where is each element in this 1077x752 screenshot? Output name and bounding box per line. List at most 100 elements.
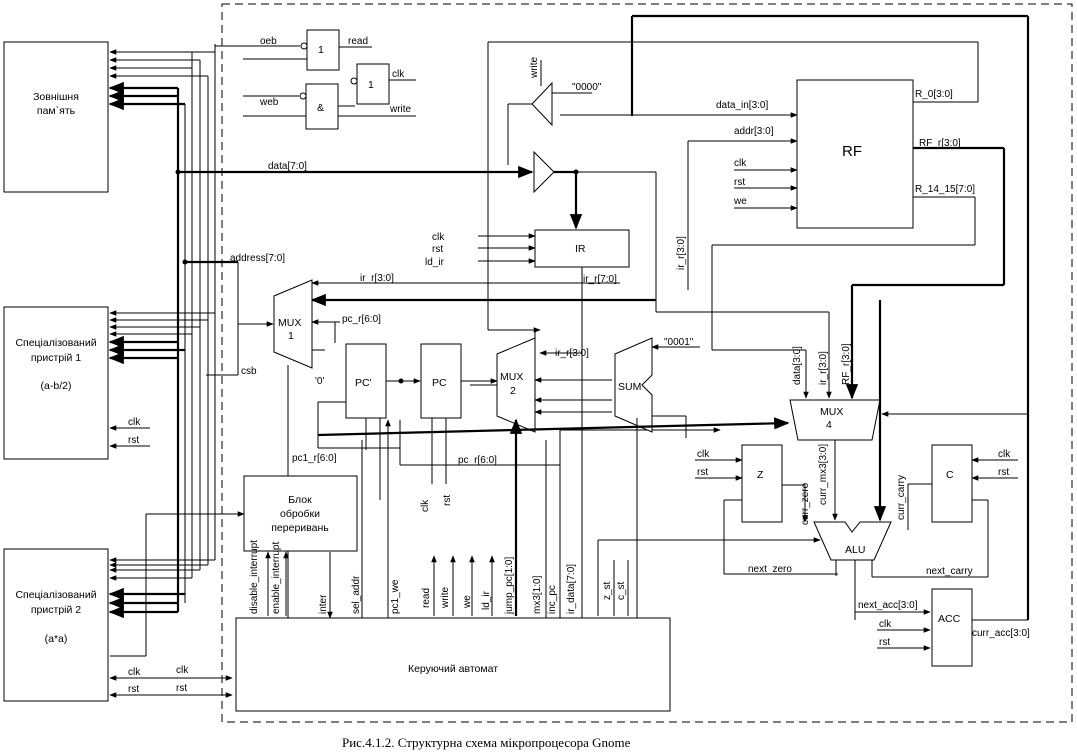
svg-text:write: write	[529, 56, 540, 79]
svg-text:curr_acc[3:0]: curr_acc[3:0]	[972, 628, 1030, 639]
and-gate-write: & web write	[243, 83, 416, 130]
svg-text:next_zero: next_zero	[748, 564, 792, 575]
svg-text:1: 1	[368, 79, 374, 91]
svg-text:R_14_15[7:0]: R_14_15[7:0]	[915, 184, 975, 195]
mux-4: MUX 4 data[3:0] ir_r[3:0] RF_r[3:0] curr…	[317, 343, 1028, 521]
svg-text:ALU: ALU	[845, 544, 865, 556]
svg-text:csb: csb	[241, 366, 257, 377]
svg-text:clk: clk	[432, 232, 445, 243]
mux-1: MUX 1 pc_r[6:0] '0'	[273, 279, 381, 620]
buffer-0000: "0000" write	[507, 56, 602, 165]
svg-text:ACC: ACC	[938, 613, 961, 625]
svg-text:z_st: z_st	[602, 581, 613, 600]
svg-text:rst: rst	[176, 683, 187, 694]
zero-flag: Z clk rst curr_zero next_zero	[695, 444, 838, 575]
svg-text:read: read	[348, 36, 368, 47]
svg-text:PC': PC'	[355, 377, 372, 389]
svg-text:пристрій 1: пристрій 1	[31, 352, 81, 364]
bus-trunks	[176, 44, 239, 612]
svg-text:обробки: обробки	[280, 508, 320, 520]
register-file: RF data_in[3:0] addr[3:0] ir_r[3:0] clk …	[487, 41, 1006, 400]
special-device-1: Спеціалізований пристрій 1 (a-b/2)	[3, 306, 109, 460]
svg-text:rst: rst	[879, 637, 890, 648]
ir-r-bus: ir_r[3:0] ir_r[3:0]	[310, 273, 656, 359]
svg-text:пристрій 2: пристрій 2	[31, 604, 81, 616]
accumulator: ACC clk rst curr_acc[3:0]	[877, 588, 1030, 667]
svg-text:"0000": "0000"	[572, 82, 602, 93]
svg-text:pc1_r[6:0]: pc1_r[6:0]	[292, 453, 337, 464]
svg-text:4: 4	[826, 419, 832, 431]
svg-text:clk: clk	[879, 619, 892, 630]
svg-text:Керуючий автомат: Керуючий автомат	[408, 663, 498, 675]
svg-text:mx3[1:0]: mx3[1:0]	[532, 575, 543, 614]
alu: ALU next_acc[3:0]	[597, 300, 931, 620]
svg-text:clk: clk	[128, 667, 141, 678]
svg-text:curr_carry: curr_carry	[896, 475, 907, 520]
external-memory: Зовнішня пам`ять	[3, 41, 109, 193]
svg-text:clk: clk	[734, 158, 747, 169]
svg-text:pc1_we: pc1_we	[390, 579, 401, 614]
svg-text:clk: clk	[998, 449, 1011, 460]
svg-text:1: 1	[288, 330, 294, 342]
svg-text:SUM: SUM	[618, 381, 641, 393]
svg-text:data[3:0]: data[3:0]	[792, 346, 803, 385]
svg-text:write: write	[389, 104, 412, 115]
svg-text:пам`ять: пам`ять	[37, 105, 76, 117]
svg-text:Спеціалізований: Спеціалізований	[15, 589, 96, 601]
dev2-connections	[108, 557, 215, 619]
adder-sum: SUM "0001"	[614, 337, 700, 620]
svg-text:(a*a): (a*a)	[45, 633, 68, 645]
carry-flag: C clk rst curr_carry next_carry	[872, 444, 1018, 578]
svg-text:rst: rst	[128, 684, 139, 695]
svg-text:rst: rst	[998, 467, 1009, 478]
svg-text:ir_r[3:0]: ir_r[3:0]	[360, 273, 394, 284]
svg-text:rst: rst	[442, 495, 453, 506]
svg-text:rst: rst	[697, 467, 708, 478]
mux-2: MUX 2	[470, 330, 612, 616]
svg-text:jump_pc[1:0]: jump_pc[1:0]	[504, 557, 515, 615]
svg-text:clk: clk	[128, 417, 141, 428]
svg-text:Z: Z	[757, 469, 764, 481]
program-counter: PC	[420, 343, 498, 419]
control-signal-wires	[361, 419, 629, 618]
svg-text:address[7:0]: address[7:0]	[230, 253, 285, 264]
svg-text:ld_ir: ld_ir	[481, 590, 492, 610]
svg-text:clk: clk	[392, 69, 405, 80]
svg-text:web: web	[259, 97, 279, 108]
svg-text:next_carry: next_carry	[926, 566, 973, 577]
svg-text:rst: rst	[734, 177, 745, 188]
svg-text:clk: clk	[420, 499, 431, 512]
svg-text:read: read	[421, 588, 432, 608]
svg-text:inc_pc: inc_pc	[547, 585, 558, 614]
svg-text:Спеціалізований: Спеціалізований	[15, 337, 96, 349]
svg-text:addr[3:0]: addr[3:0]	[734, 126, 774, 137]
svg-text:MUX: MUX	[820, 406, 843, 418]
svg-text:Блок: Блок	[288, 494, 312, 506]
cpu-boundary	[221, 3, 1073, 723]
svg-text:ir_data[7:0]: ir_data[7:0]	[566, 564, 577, 614]
svg-text:clk: clk	[697, 449, 710, 460]
pc-prime: PC'	[345, 343, 421, 419]
svg-text:data[7:0]: data[7:0]	[268, 161, 307, 172]
dev1-connections	[108, 310, 215, 365]
svg-text:(a-b/2): (a-b/2)	[41, 380, 72, 392]
svg-text:ir_r[3:0]: ir_r[3:0]	[555, 348, 589, 359]
svg-text:enable_interrupt: enable_interrupt	[271, 542, 282, 614]
svg-text:IR: IR	[575, 243, 586, 255]
figure-caption: Рис.4.1.2. Структурна схема мікропроцесо…	[342, 735, 631, 750]
control-signal-labels: disable_interrupt enable_interrupt inter…	[249, 540, 627, 615]
svg-text:'0': '0'	[315, 376, 324, 387]
svg-text:RF_r[3:0]: RF_r[3:0]	[919, 138, 961, 149]
data-bus: data[7:0]	[175, 161, 534, 179]
svg-text:curr_mx3[3:0]: curr_mx3[3:0]	[818, 444, 829, 505]
instruction-register: IR clk rst ld_ir ir_r[7:0]	[425, 229, 630, 620]
svg-text:R_0[3:0]: R_0[3:0]	[915, 89, 953, 100]
ext-mem-connections	[108, 49, 215, 111]
svg-text:next_acc[3:0]: next_acc[3:0]	[858, 600, 918, 611]
svg-text:ir_r[3:0]: ir_r[3:0]	[676, 236, 687, 270]
svg-text:2: 2	[510, 385, 516, 397]
top-loop	[630, 14, 1030, 620]
svg-text:rst: rst	[432, 244, 443, 255]
pc-buses: pc1_r[6:0] pc_r[6:0] clk rst	[292, 401, 721, 512]
svg-text:inter: inter	[318, 594, 329, 614]
